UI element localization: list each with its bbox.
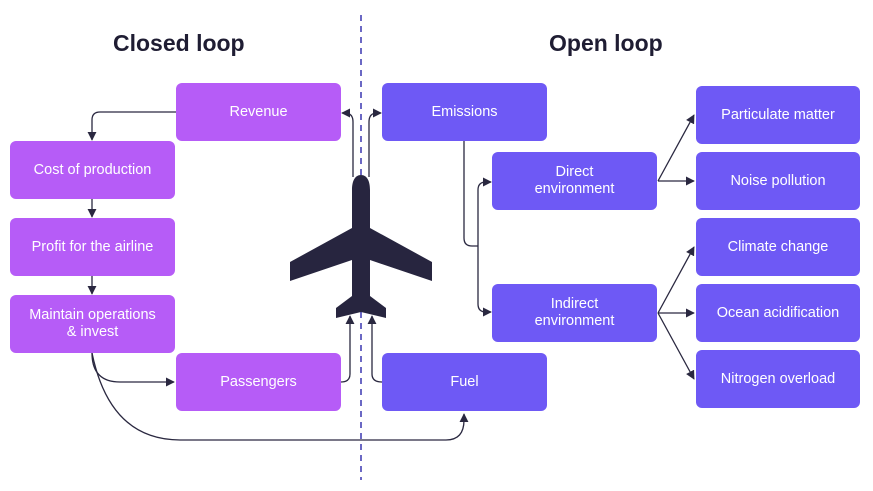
profit-label: Profit for the airline <box>31 238 154 255</box>
direct-environment-box: Direct environment <box>492 152 657 210</box>
climate-change-label: Climate change <box>727 238 829 255</box>
arrow-passengers-to-plane <box>340 315 355 383</box>
nitrogen-overload-box: Nitrogen overload <box>696 350 860 408</box>
arrow-emissions-bracket <box>463 141 478 247</box>
arrow-direct-to-particulate <box>657 114 695 182</box>
arrow-indirect-to-climate <box>657 246 695 314</box>
emissions-label: Emissions <box>431 103 498 120</box>
maintain-operations-label: Maintain operations & invest <box>29 307 156 340</box>
indirect-environment-box: Indirect environment <box>492 284 657 342</box>
profit-box: Profit for the airline <box>10 218 175 276</box>
arrow-emissions-to-indirect <box>477 246 492 317</box>
closed-loop-heading: Closed loop <box>113 30 245 56</box>
revenue-box: Revenue <box>176 83 341 141</box>
particulate-matter-label: Particulate matter <box>721 106 835 123</box>
emissions-box: Emissions <box>382 83 547 141</box>
arrow-plane-to-emissions <box>368 108 382 177</box>
maintain-operations-box: Maintain operations & invest <box>10 295 175 353</box>
noise-pollution-box: Noise pollution <box>696 152 860 210</box>
arrow-plane-to-revenue <box>341 108 354 177</box>
direct-environment-label: Direct environment <box>534 164 615 197</box>
fuel-label: Fuel <box>450 373 479 390</box>
ocean-acidification-box: Ocean acidification <box>696 284 860 342</box>
passengers-box: Passengers <box>176 353 341 411</box>
arrow-emissions-to-direct <box>477 177 492 246</box>
cost-of-production-label: Cost of production <box>33 161 152 178</box>
passengers-label: Passengers <box>220 373 297 390</box>
airplane-icon <box>290 175 432 318</box>
arrow-fuel-to-plane <box>367 315 383 383</box>
climate-change-box: Climate change <box>696 218 860 276</box>
particulate-matter-box: Particulate matter <box>696 86 860 144</box>
cost-of-production-box: Cost of production <box>10 141 175 199</box>
ocean-acidification-label: Ocean acidification <box>716 304 840 321</box>
noise-pollution-label: Noise pollution <box>730 172 826 189</box>
nitrogen-overload-label: Nitrogen overload <box>720 370 836 387</box>
fuel-box: Fuel <box>382 353 547 411</box>
revenue-label: Revenue <box>229 103 288 120</box>
arrow-maintain-to-passengers <box>91 352 175 387</box>
arrow-revenue-to-cost <box>87 111 176 141</box>
arrow-maintain-to-fuel <box>91 352 469 441</box>
open-loop-heading: Open loop <box>549 30 663 56</box>
arrow-indirect-to-nitrogen <box>657 312 695 380</box>
indirect-environment-label: Indirect environment <box>534 296 615 329</box>
